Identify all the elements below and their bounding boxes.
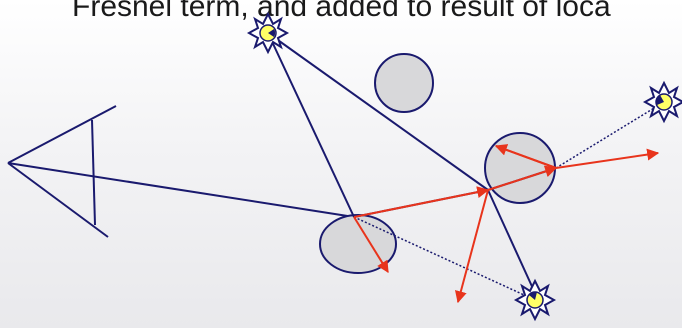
dotted-shadow-rays: [353, 101, 665, 301]
sphere-bottom: [319, 214, 397, 274]
light-source-right: [642, 80, 682, 124]
slide-caption: Fresnel term, and added to result of loc…: [72, 0, 611, 23]
light-source-top: [246, 11, 290, 55]
eye-frustum: [7, 105, 355, 238]
spheres: [319, 53, 556, 274]
sphere-top: [374, 53, 434, 113]
light-source-bottom: [513, 278, 557, 322]
sphere-right: [484, 132, 556, 204]
reflection-refraction-rays: [353, 144, 660, 304]
